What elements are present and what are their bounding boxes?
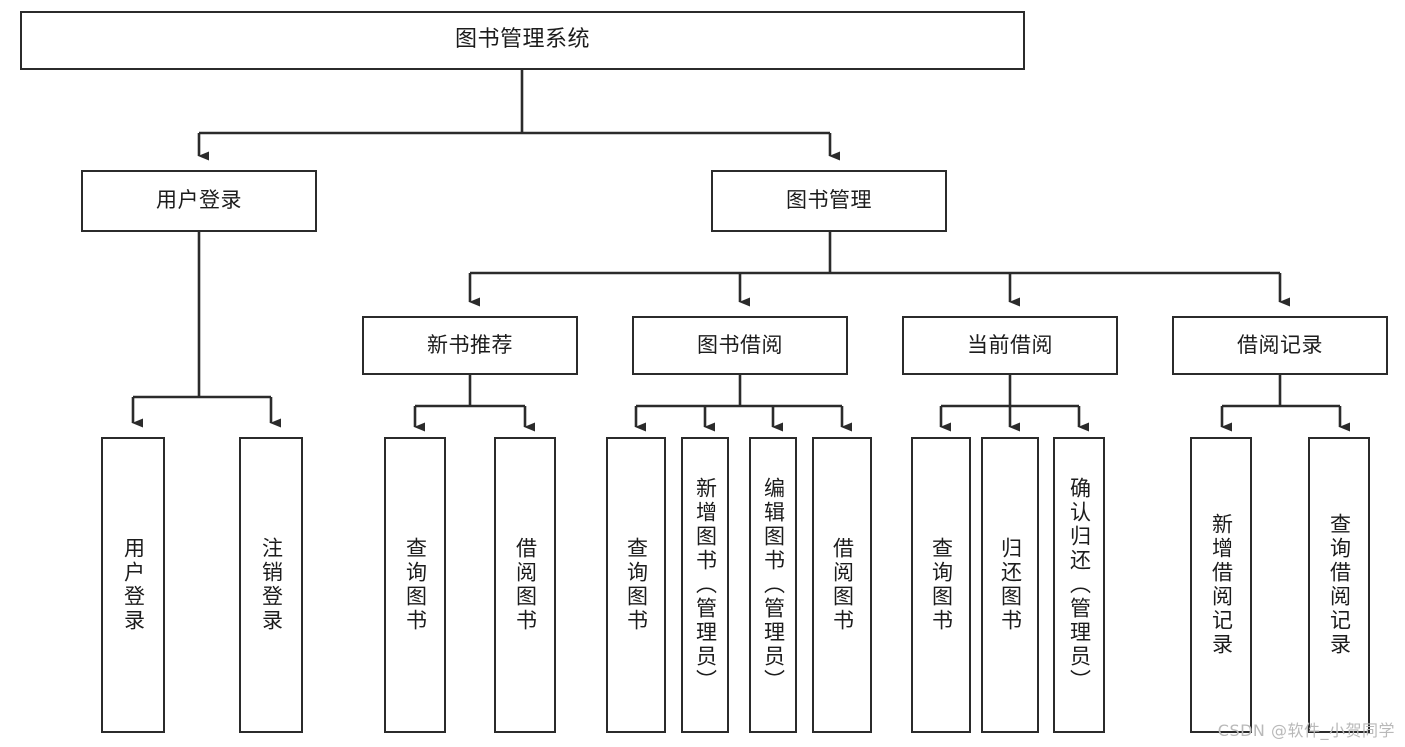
node-label: 借阅图书 xyxy=(830,537,855,633)
leaf-query-book-current[interactable]: 查询图书 xyxy=(911,437,971,733)
watermark-text: CSDN @软件_小贺同学 xyxy=(1217,721,1395,740)
node-book-borrow[interactable]: 图书借阅 xyxy=(632,316,848,375)
leaf-edit-book-admin[interactable]: 编辑图书（管理员） xyxy=(749,437,797,733)
node-new-book-recommend[interactable]: 新书推荐 xyxy=(362,316,578,375)
leaf-query-book-borrow[interactable]: 查询图书 xyxy=(606,437,666,733)
leaf-logout-login[interactable]: 注销登录 xyxy=(239,437,303,733)
node-label: 编辑图书（管理员） xyxy=(761,477,786,693)
node-label: 图书管理 xyxy=(786,188,872,213)
node-label: 借阅记录 xyxy=(1237,332,1323,357)
node-current-borrow[interactable]: 当前借阅 xyxy=(902,316,1118,375)
node-label: 图书借阅 xyxy=(697,332,783,357)
node-label: 借阅图书 xyxy=(513,537,538,633)
node-label: 新增图书（管理员） xyxy=(693,477,718,693)
node-label: 查询借阅记录 xyxy=(1327,513,1352,657)
leaf-return-book[interactable]: 归还图书 xyxy=(981,437,1039,733)
node-label: 图书管理系统 xyxy=(454,27,590,53)
node-label: 注销登录 xyxy=(259,537,284,633)
leaf-confirm-return-admin[interactable]: 确认归还（管理员） xyxy=(1053,437,1105,733)
node-label: 新书推荐 xyxy=(427,332,513,357)
leaf-borrow-book-recommend[interactable]: 借阅图书 xyxy=(494,437,556,733)
node-label: 确认归还（管理员） xyxy=(1067,477,1092,693)
node-label: 用户登录 xyxy=(121,537,146,633)
leaf-query-book-recommend[interactable]: 查询图书 xyxy=(384,437,446,733)
leaf-query-borrow-record[interactable]: 查询借阅记录 xyxy=(1308,437,1370,733)
leaf-add-book-admin[interactable]: 新增图书（管理员） xyxy=(681,437,729,733)
leaf-borrow-book[interactable]: 借阅图书 xyxy=(812,437,872,733)
node-label: 归还图书 xyxy=(998,537,1023,633)
leaf-user-login[interactable]: 用户登录 xyxy=(101,437,165,733)
node-label: 查询图书 xyxy=(624,537,649,633)
node-user-login[interactable]: 用户登录 xyxy=(81,170,317,232)
node-label: 查询图书 xyxy=(403,537,428,633)
node-label: 查询图书 xyxy=(929,537,954,633)
node-label: 当前借阅 xyxy=(967,332,1053,357)
node-label: 新增借阅记录 xyxy=(1209,513,1234,657)
node-borrow-record[interactable]: 借阅记录 xyxy=(1172,316,1388,375)
node-label: 用户登录 xyxy=(156,188,242,213)
leaf-add-borrow-record[interactable]: 新增借阅记录 xyxy=(1190,437,1252,733)
node-book-management[interactable]: 图书管理 xyxy=(711,170,947,232)
node-root-book-management-system[interactable]: 图书管理系统 xyxy=(20,11,1025,70)
